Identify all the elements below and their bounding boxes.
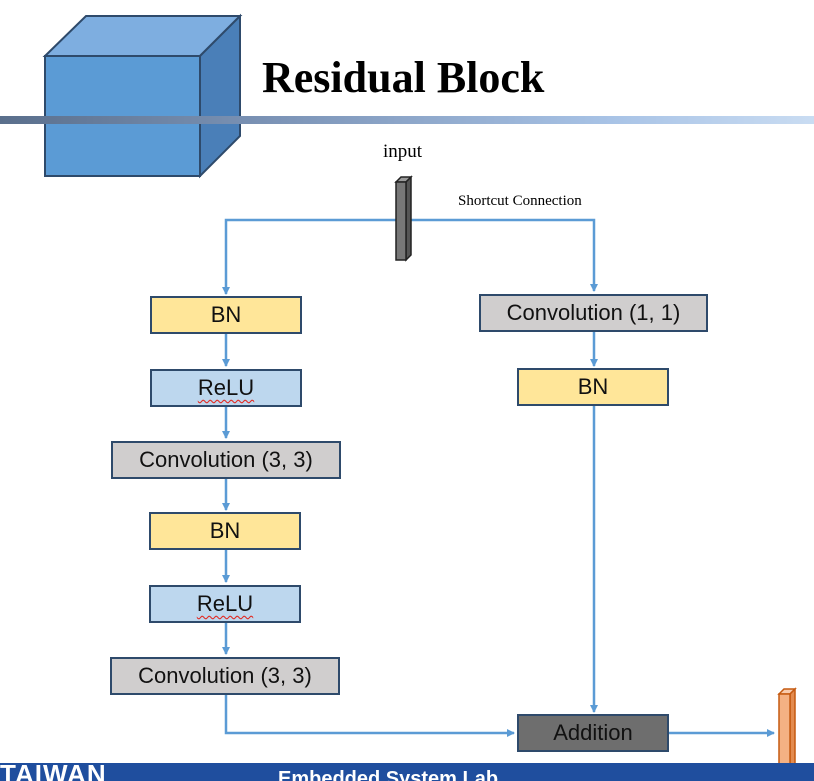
main-bn-1-label: BN	[210, 302, 242, 327]
main-relu-2-label: ReLU	[196, 591, 254, 616]
main-relu-2: ReLU	[149, 585, 301, 623]
shortcut-bn-label: BN	[577, 374, 609, 399]
main-bn-1: BN	[150, 296, 302, 334]
title-underline-bar	[0, 116, 814, 124]
input-tensor	[394, 175, 413, 262]
connector-input-to-bn	[222, 218, 404, 295]
connector-input-to-shortcut-conv	[404, 218, 598, 292]
addition-block: Addition	[517, 714, 669, 752]
addition-label: Addition	[553, 720, 633, 745]
slide-title: Residual Block	[262, 53, 545, 102]
connector-conv-to-addition	[224, 695, 515, 737]
footer-bar: TAIWAN Embedded System Lab	[0, 763, 814, 781]
footer-lab-name: Embedded System Lab	[278, 768, 499, 781]
shortcut-conv: Convolution (1, 1)	[479, 294, 708, 332]
main-conv-1: Convolution (3, 3)	[111, 441, 341, 479]
main-relu-1-label: ReLU	[197, 375, 255, 400]
main-conv-1-label: Convolution (3, 3)	[139, 447, 313, 472]
input-label: input	[383, 141, 423, 162]
shortcut-bn: BN	[517, 368, 669, 406]
main-bn-2: BN	[149, 512, 301, 550]
main-bn-2-label: BN	[209, 518, 241, 543]
footer-logo-text: TAIWAN	[0, 763, 107, 781]
main-relu-1: ReLU	[150, 369, 302, 407]
main-conv-2-label: Convolution (3, 3)	[138, 663, 312, 688]
main-conv-2: Convolution (3, 3)	[110, 657, 340, 695]
shortcut-connection-label: Shortcut Connection	[458, 193, 582, 209]
shortcut-conv-label: Convolution (1, 1)	[506, 300, 681, 325]
